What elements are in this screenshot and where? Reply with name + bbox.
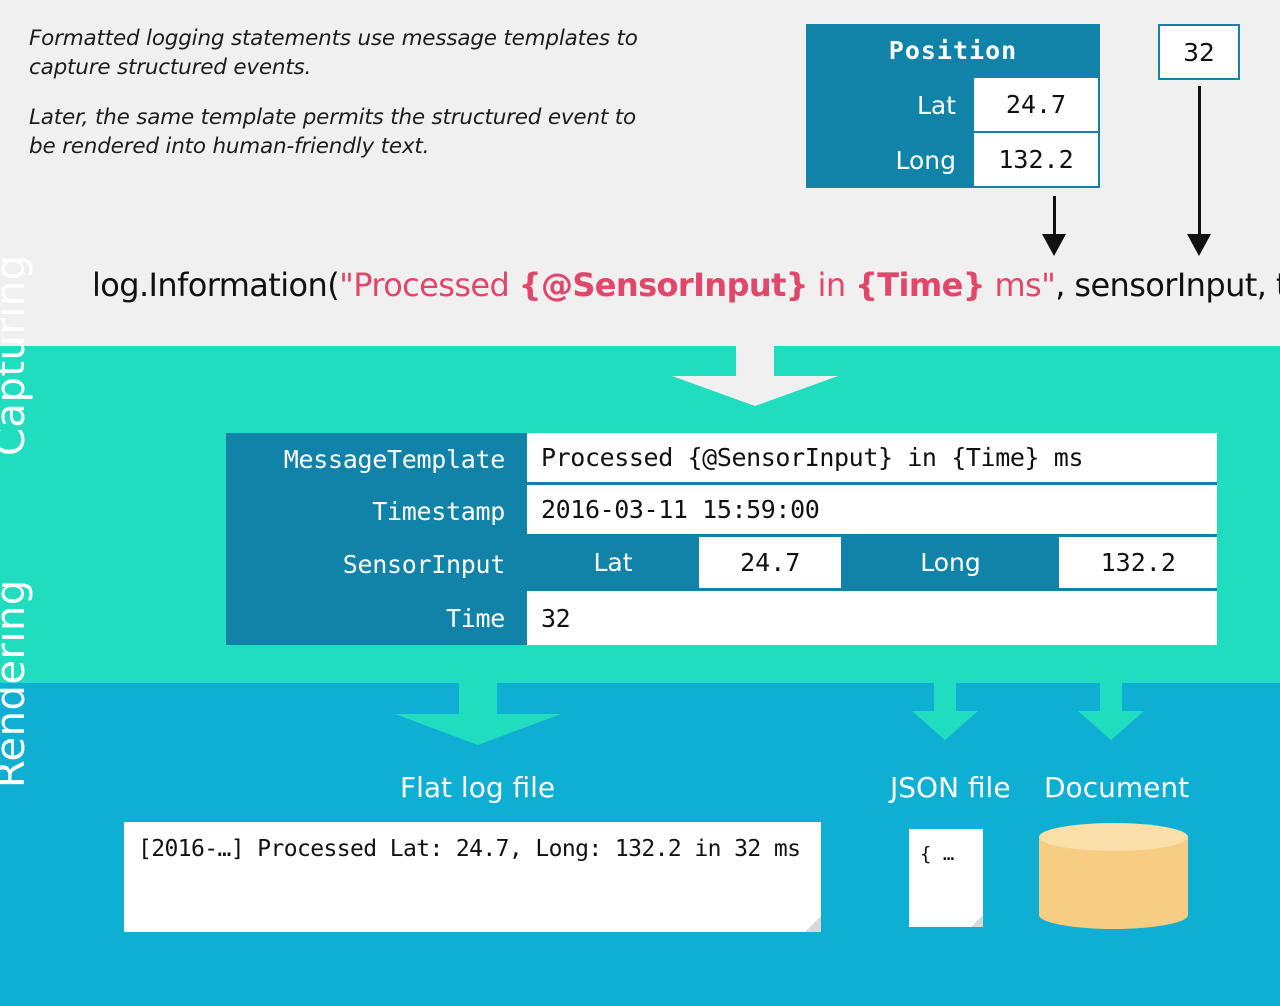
event-row-timestamp: Timestamp 2016-03-11 15:59:00 — [226, 485, 1217, 537]
position-value-long: 132.2 — [974, 133, 1098, 186]
output-title-flat-log: Flat log file — [400, 771, 556, 804]
time-value-box: 32 — [1158, 24, 1240, 80]
event-label-sensorinput: SensorInput — [342, 549, 506, 579]
position-label-lat: Lat — [916, 91, 956, 120]
flat-log-line: [2016-…] Processed Lat: 24.7, Long: 132.… — [138, 836, 801, 862]
structured-event-table: MessageTemplate Processed {@SensorInput}… — [226, 433, 1218, 645]
position-table: Position Lat 24.7 Long 132.2 — [806, 24, 1100, 188]
event-row-sensorinput: SensorInput Lat 24.7 Long 132.2 — [226, 537, 1218, 591]
position-label-long: Long — [895, 146, 957, 175]
arrow-shaft — [1052, 196, 1056, 238]
code-text-ms: ms — [984, 266, 1042, 304]
event-row-messagetemplate: MessageTemplate Processed {@SensorInput}… — [226, 433, 1217, 485]
intro-spacer — [29, 82, 649, 104]
arrow-position-to-code — [1038, 196, 1070, 256]
sensorinput-value-long: 132.2 — [1059, 537, 1218, 588]
arrow-time-to-code — [1183, 86, 1215, 256]
arrow-capturing-to-flatlog — [395, 683, 561, 745]
intro-text: Formatted logging statements use message… — [29, 25, 649, 161]
intro-paragraph-2: Later, the same template permits the str… — [29, 105, 636, 159]
page-fold-icon — [805, 916, 821, 932]
arrow-head — [1187, 234, 1211, 256]
page-fold-icon — [971, 915, 983, 927]
arrow-head — [672, 376, 838, 406]
arrow-head — [1078, 711, 1144, 740]
arrow-shaft — [1197, 86, 1201, 238]
code-text-processed: Processed — [353, 266, 519, 304]
section-label-rendering: Rendering — [0, 579, 34, 788]
position-value-lat: 24.7 — [974, 78, 1098, 131]
output-title-json: JSON file — [890, 771, 1011, 804]
code-token-sensorinput: {@SensorInput} — [518, 266, 809, 304]
event-value-time: 32 — [527, 591, 1217, 645]
arrow-code-to-capturing — [672, 346, 838, 406]
event-value-timestamp: 2016-03-11 15:59:00 — [527, 485, 1217, 534]
code-token-time: {Time} — [855, 266, 985, 304]
position-row-long: Long 132.2 — [806, 133, 1100, 188]
section-label-capturing: Capturing — [0, 254, 34, 456]
code-quote-open: " — [339, 266, 354, 304]
event-value-messagetemplate: Processed {@SensorInput} in {Time} ms — [527, 433, 1217, 482]
code-line: log.Information("Processed {@SensorInput… — [92, 266, 1280, 304]
arrow-shaft — [736, 346, 774, 378]
cylinder-top — [1039, 823, 1188, 851]
intro-paragraph-1: Formatted logging statements use message… — [29, 26, 638, 80]
output-title-document: Document — [1044, 771, 1190, 804]
code-text-in: in — [807, 266, 856, 304]
event-label-time: Time — [445, 603, 505, 633]
event-label-messagetemplate: MessageTemplate — [283, 444, 506, 474]
json-snippet: { … — [920, 843, 955, 865]
arrow-head — [395, 714, 561, 745]
sensorinput-key-lat: Lat — [527, 537, 699, 588]
arrow-shaft — [459, 683, 497, 716]
sensorinput-nested-table: Lat 24.7 Long 132.2 — [527, 537, 1218, 588]
event-row-time: Time 32 — [226, 591, 1217, 645]
json-card: { … — [909, 829, 983, 927]
arrow-capturing-to-document — [1078, 683, 1144, 740]
flat-log-card: [2016-…] Processed Lat: 24.7, Long: 132.… — [124, 822, 821, 932]
code-quote-close: " — [1041, 266, 1056, 304]
arrow-capturing-to-json — [912, 683, 978, 740]
sensorinput-value-lat: 24.7 — [699, 537, 842, 588]
code-prefix: log.Information( — [92, 266, 340, 304]
document-cylinder-icon — [1039, 823, 1188, 929]
event-label-timestamp: Timestamp — [372, 496, 505, 526]
position-row-lat: Lat 24.7 — [806, 78, 1100, 133]
arrow-head — [1042, 234, 1066, 256]
sensorinput-key-long: Long — [841, 537, 1060, 588]
position-table-title: Position — [888, 36, 1018, 65]
arrow-head — [912, 711, 978, 740]
arrow-shaft — [934, 683, 956, 713]
code-suffix: , sensorInput, time) — [1055, 266, 1280, 304]
arrow-shaft — [1100, 683, 1122, 713]
